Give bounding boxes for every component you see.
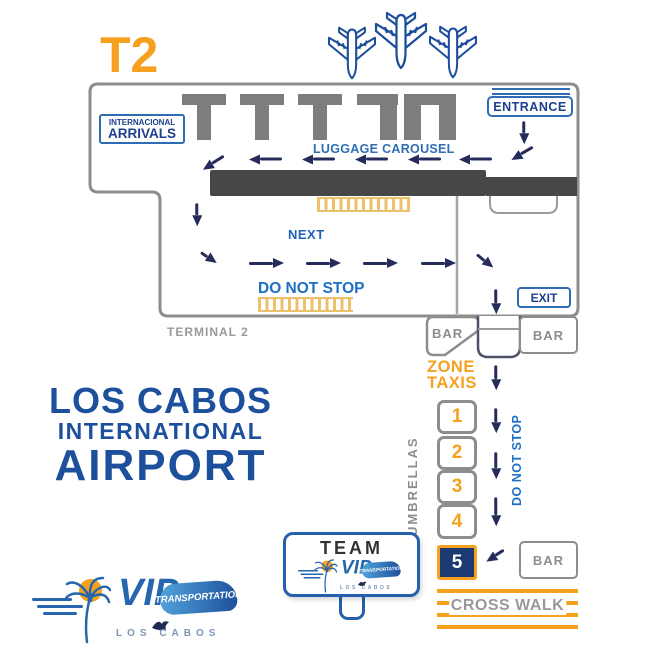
next-label: NEXT bbox=[288, 227, 325, 242]
gate-pillar bbox=[197, 94, 211, 140]
vip-transportation-logo-small: VIP TRANSPORTATION LOS CABOS bbox=[298, 557, 403, 594]
speed-line bbox=[43, 612, 77, 615]
los-cabos-wordmark: LOS CABOS bbox=[116, 628, 221, 639]
flow-arrow-right bbox=[249, 262, 273, 265]
stand-number: 3 bbox=[451, 476, 463, 497]
exit-label: EXIT bbox=[530, 290, 558, 305]
entrance-label: ENTRANCE bbox=[493, 99, 567, 114]
umbrellas-label: UMBRELLAS bbox=[405, 436, 420, 536]
flow-arrow-left bbox=[313, 158, 335, 161]
speed-line bbox=[298, 570, 318, 572]
taxi-stand-2: 2 bbox=[437, 436, 477, 470]
flow-arrow-down bbox=[494, 289, 498, 304]
gate-pillar bbox=[313, 94, 327, 140]
international-arrivals-sign: INTERNACIONAL ARRIVALS bbox=[99, 114, 185, 144]
flow-arrow-down bbox=[494, 452, 498, 469]
airport-title-line3: AIRPORT bbox=[54, 441, 267, 490]
crosswalk-label: CROSS WALK bbox=[448, 597, 567, 615]
transportation-wordmark: TRANSPORTATION bbox=[155, 579, 242, 616]
stand-number: 4 bbox=[451, 510, 463, 532]
flow-arrow-left bbox=[470, 158, 492, 161]
speed-line bbox=[300, 573, 324, 575]
carousel-under-box bbox=[489, 194, 558, 214]
airport-title-line1: LOS CABOS bbox=[48, 380, 272, 421]
los-cabos-wordmark: LOS CABOS bbox=[340, 585, 393, 591]
arrivals-label-line2: ARRIVALS bbox=[107, 125, 176, 141]
bar-left-label: BAR bbox=[432, 326, 464, 341]
zone-label: ZONE bbox=[427, 358, 475, 376]
flow-arrow-down bbox=[494, 365, 498, 380]
crosswalk-stripe bbox=[437, 589, 578, 593]
entrance-door-line bbox=[492, 92, 570, 95]
entrance-sign: ENTRANCE bbox=[487, 96, 573, 117]
speed-line bbox=[37, 605, 83, 608]
gate-pillar bbox=[404, 94, 456, 105]
taxi-stand-5-highlighted: 5 bbox=[437, 545, 477, 580]
flow-arrow-left bbox=[419, 158, 441, 161]
crosswalk: CROSS WALK bbox=[437, 589, 578, 632]
terminal-2-label: TERMINAL 2 bbox=[167, 325, 249, 339]
airplane-icon bbox=[429, 25, 477, 79]
exit-passage bbox=[476, 316, 522, 359]
queue-hatch-strip bbox=[258, 297, 353, 312]
gate-pillar bbox=[404, 94, 421, 140]
flow-arrow-right bbox=[363, 262, 387, 265]
stand-number: 1 bbox=[451, 406, 463, 427]
palm-tree-icon bbox=[314, 559, 338, 593]
speed-line bbox=[32, 598, 72, 601]
palm-tree-icon bbox=[65, 576, 111, 644]
terminal-t2-label: T2 bbox=[100, 27, 159, 83]
do-not-stop-label: DO NOT STOP bbox=[258, 280, 365, 297]
bar-right-sign: BAR bbox=[519, 316, 578, 354]
flow-arrow-right bbox=[421, 262, 445, 265]
gate-pillar bbox=[357, 94, 398, 105]
bar-label: BAR bbox=[532, 552, 565, 568]
transportation-wordmark: TRANSPORTATION bbox=[359, 560, 403, 579]
team-label: TEAM bbox=[320, 538, 383, 558]
airport-title-line2: INTERNATIONAL bbox=[57, 418, 264, 444]
airplane-icon bbox=[374, 11, 428, 70]
arrivals-label-line1: INTERNACIONAL bbox=[108, 117, 176, 127]
flow-arrow-down bbox=[494, 497, 498, 516]
whale-tail-icon bbox=[358, 581, 367, 587]
luggage-carousel-belt bbox=[486, 177, 577, 196]
taxi-stand-3: 3 bbox=[437, 470, 477, 504]
airplane-icon bbox=[328, 26, 376, 80]
flow-arrow-left bbox=[366, 158, 388, 161]
vip-transportation-logo: VIP TRANSPORTATION LOS CABOS bbox=[32, 572, 242, 646]
taxi-stand-1: 1 bbox=[437, 400, 477, 434]
team-sign-post bbox=[339, 596, 365, 620]
luggage-carousel-belt bbox=[210, 170, 486, 196]
flow-arrow-down bbox=[494, 408, 498, 423]
flow-arrow-down bbox=[522, 121, 526, 134]
gate-pillar bbox=[255, 94, 269, 140]
flow-arrow-down bbox=[195, 203, 199, 216]
do-not-stop-vertical-label: DO NOT STOP bbox=[510, 414, 524, 506]
luggage-carousel-label: LUGGAGE CAROUSEL bbox=[313, 142, 455, 156]
queue-hatch-strip bbox=[317, 197, 410, 212]
crosswalk-stripe bbox=[437, 625, 578, 629]
stand-number: 2 bbox=[451, 442, 463, 463]
airport-title: LOS CABOS INTERNATIONAL AIRPORT bbox=[28, 380, 293, 490]
flow-arrow-left bbox=[260, 158, 282, 161]
speed-line bbox=[303, 577, 321, 579]
taxis-label: TAXIS bbox=[427, 373, 477, 392]
zone-taxis-label: ZONE TAXIS bbox=[427, 358, 477, 392]
entrance-door-line bbox=[492, 88, 570, 91]
taxi-stand-4: 4 bbox=[437, 504, 477, 539]
exit-sign: EXIT bbox=[517, 287, 571, 308]
team-sign: TEAM VIP TRANSPORTATION bbox=[283, 532, 420, 597]
gate-pillar bbox=[380, 94, 397, 140]
gate-pillar bbox=[439, 94, 456, 140]
flow-arrow-right bbox=[306, 262, 330, 265]
bar-label: BAR bbox=[532, 327, 565, 343]
bar-bottom-sign: BAR bbox=[519, 541, 578, 579]
whale-tail-icon bbox=[152, 621, 169, 631]
stand-number: 5 bbox=[451, 551, 463, 573]
